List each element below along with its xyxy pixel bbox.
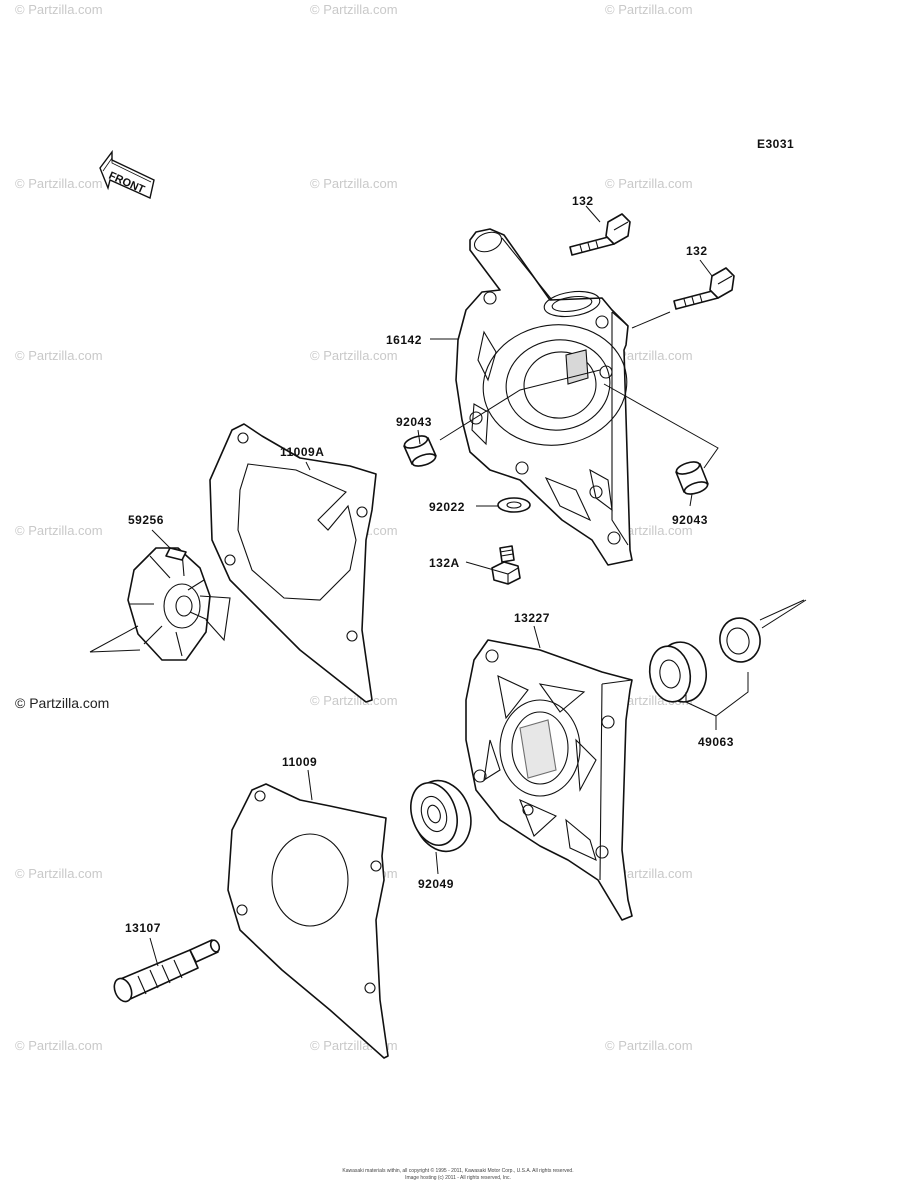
bolt-132A: [491, 545, 521, 585]
impeller-59256: [127, 547, 231, 661]
watermark: © Partzilla.com: [15, 2, 103, 17]
watermark: © Partzilla.com: [15, 523, 103, 538]
watermark: © Partzilla.com: [15, 1038, 103, 1053]
callout-49063: 49063: [698, 735, 734, 749]
callout-16142: 16142: [386, 333, 422, 347]
watermark: © Partzilla.com: [310, 348, 398, 363]
watermark: © Partzilla.com: [605, 2, 693, 17]
callout-132-top: 132: [572, 194, 594, 208]
watermark: © Partzilla.com: [15, 348, 103, 363]
seal-49063: [648, 617, 761, 703]
cover-13227: [465, 639, 633, 921]
watermark: © Partzilla.com: [605, 1038, 693, 1053]
callout-92049: 92049: [418, 877, 454, 891]
watermark: © Partzilla.com: [605, 866, 693, 881]
diagram-code: E3031: [757, 137, 794, 151]
brand-watermark: © Partzilla.com: [15, 695, 109, 711]
callout-92043-left: 92043: [396, 415, 432, 429]
watermark: © Partzilla.com: [310, 2, 398, 17]
callouts: 132 132 16142 92043 11009A 92022 92043 5…: [125, 194, 734, 935]
gasket-11009: [227, 783, 389, 1059]
callout-13227: 13227: [514, 611, 550, 625]
watermark: © Partzilla.com: [310, 176, 398, 191]
bolt-132-top: [569, 213, 631, 256]
callout-92022: 92022: [429, 500, 465, 514]
watermark: © Partzilla.com: [15, 866, 103, 881]
copyright-line-2: Image hosting (c) 2011 - All rights rese…: [405, 1175, 511, 1181]
seal-92049: [410, 779, 472, 853]
callout-11009A: 11009A: [280, 445, 324, 459]
dowel-pin-92043-left: [403, 435, 437, 467]
washer-92022: [497, 497, 531, 513]
watermark: © Partzilla.com: [15, 176, 103, 191]
copyright-footer: Kawasaki materials within, all copyright…: [342, 1167, 573, 1181]
bolt-132-right: [673, 267, 735, 310]
callout-132A: 132A: [429, 556, 460, 570]
front-arrow-icon: FRONT: [99, 149, 155, 199]
dowel-pin-92043-right: [675, 461, 709, 495]
watermark: © Partzilla.com: [605, 348, 693, 363]
shaft-13107: [113, 939, 221, 1003]
watermark: © Partzilla.com: [310, 693, 398, 708]
watermark: © Partzilla.com: [605, 176, 693, 191]
gasket-11009A: [209, 423, 377, 703]
callout-132-right: 132: [686, 244, 708, 258]
housing-16142: [455, 228, 633, 566]
callout-11009: 11009: [282, 755, 317, 769]
leader-lines: [89, 205, 807, 967]
callout-92043-right: 92043: [672, 513, 708, 527]
callout-59256: 59256: [128, 513, 164, 527]
callout-13107: 13107: [125, 921, 161, 935]
copyright-line-1: Kawasaki materials within, all copyright…: [342, 1167, 573, 1174]
